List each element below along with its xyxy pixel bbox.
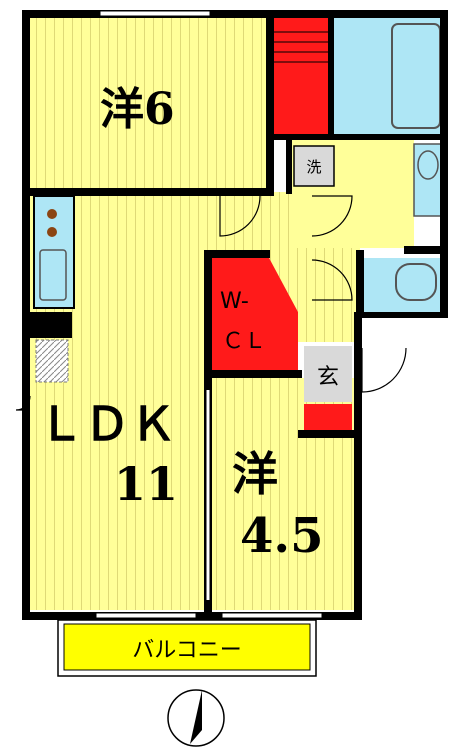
toilet <box>395 263 437 301</box>
north-arrow-icon <box>167 689 225 747</box>
room-western-6-floor <box>28 14 272 192</box>
walk-in-closet-label-top: W- <box>220 289 249 314</box>
bathtub <box>391 23 441 129</box>
ldk-label-top: ＬＤＫ <box>38 397 176 451</box>
ldk-label-bottom: 11 <box>114 457 178 511</box>
refrigerator-space <box>35 339 69 383</box>
balcony-label: バルコニー <box>132 638 242 663</box>
entrance-floor <box>304 346 352 402</box>
closet-shelves <box>272 31 330 63</box>
doors <box>15 195 407 411</box>
stove-burner-1 <box>47 209 57 219</box>
sink <box>417 150 439 180</box>
walk-in-closet-label-bottom: ＣＬ <box>222 329 266 354</box>
walk-in-closet <box>208 256 298 370</box>
stove-burner-2 <box>47 227 57 237</box>
kitchen-sink <box>39 249 67 301</box>
balcony <box>63 623 311 671</box>
western-6-label: 洋6 <box>100 84 175 135</box>
closet-western-6 <box>272 18 330 136</box>
shoe-cabinet <box>304 404 352 430</box>
entrance-label: 玄 <box>317 365 339 390</box>
western-45-label-bottom: 4.5 <box>240 508 324 564</box>
washer-label: 洗 <box>306 158 321 176</box>
western-45-label-top: 洋 <box>232 447 278 501</box>
windows <box>95 10 323 619</box>
washer-box <box>293 145 335 187</box>
